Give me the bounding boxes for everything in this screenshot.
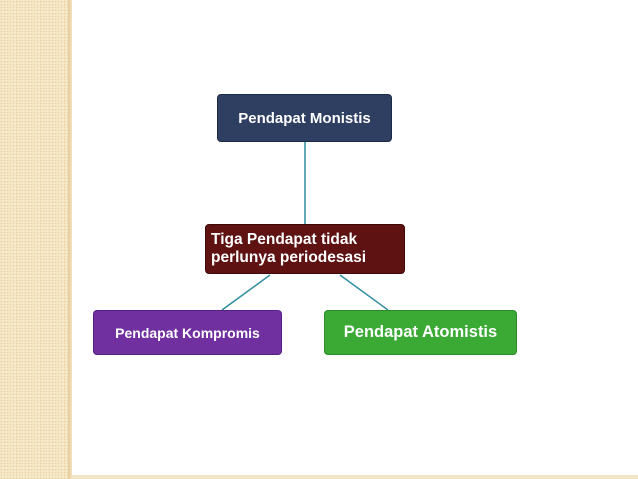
node-pendapat-monistis: Pendapat Monistis [217, 94, 392, 142]
node-pendapat-monistis-label: Pendapat Monistis [238, 109, 371, 127]
node-pendapat-kompromis-label: Pendapat Kompromis [115, 324, 260, 341]
node-pendapat-atomistis: Pendapat Atomistis [324, 310, 517, 355]
connector-center-to-right [339, 274, 389, 311]
decorative-bottom-band [72, 475, 638, 479]
node-tiga-pendapat-label: Tiga Pendapat tidak perlunya periodesasi [211, 230, 367, 266]
node-pendapat-atomistis-label: Pendapat Atomistis [343, 323, 498, 341]
decorative-side-panel [0, 0, 68, 479]
node-pendapat-kompromis: Pendapat Kompromis [93, 310, 282, 355]
node-tiga-pendapat: Tiga Pendapat tidak perlunya periodesasi [205, 224, 405, 274]
connector-center-to-left [221, 274, 271, 311]
side-panel-divider [68, 0, 72, 479]
